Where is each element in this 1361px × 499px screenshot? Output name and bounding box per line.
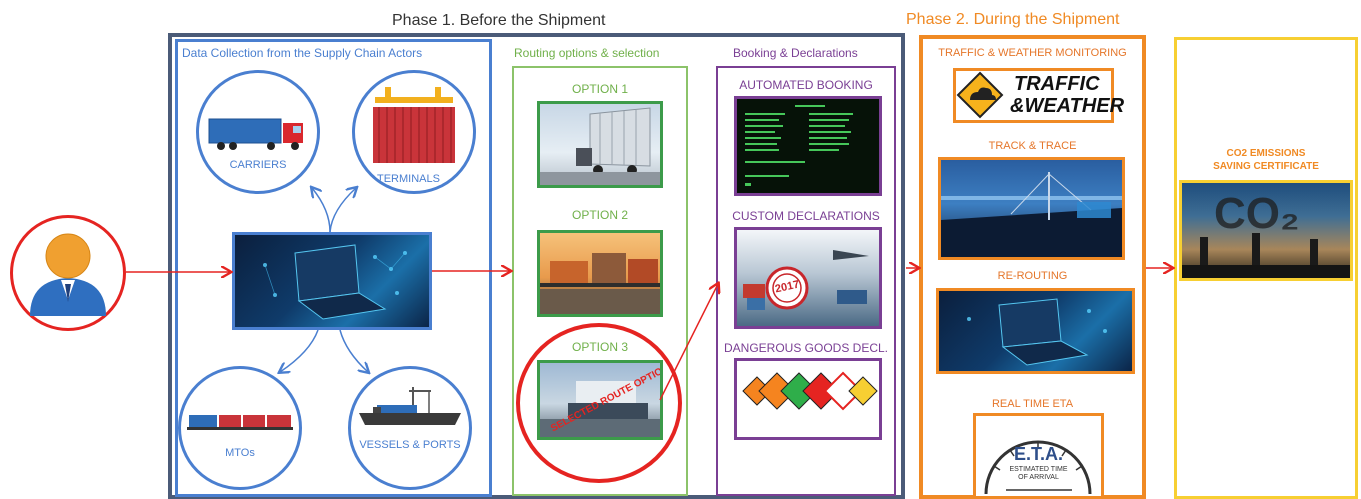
truck-photo-icon <box>540 107 660 185</box>
eta-sub2: OF ARRIVAL <box>1018 474 1059 481</box>
automated-booking-image <box>734 96 882 196</box>
custom-declarations-label: CUSTOM DECLARATIONS <box>732 209 880 223</box>
phase2-title: Phase 2. During the Shipment <box>906 11 1120 28</box>
eta-sub1: ESTIMATED TIME <box>1009 466 1068 473</box>
dangerous-goods-label: DANGEROUS GOODS DECL. <box>723 341 889 355</box>
traffic-logo-line2: &WEATHER <box>1010 95 1125 117</box>
real-time-eta-label: REAL TIME ETA <box>991 398 1074 410</box>
traffic-logo-line1: TRAFFIC <box>1014 73 1100 95</box>
dangerous-goods-image <box>734 358 882 440</box>
bridge-icon <box>941 172 1122 257</box>
traffic-weather-title: TRAFFIC & WEATHER MONITORING <box>938 47 1127 59</box>
option2-label: OPTION 2 <box>571 208 628 222</box>
option1-label: OPTION 1 <box>571 82 628 96</box>
ship-icon <box>359 387 461 425</box>
phase1-title: Phase 1. Before the Shipment <box>392 12 606 29</box>
vessels-label: VESSELS & PORTS <box>359 439 461 451</box>
co2-title-line2: SAVING CERTIFICATE <box>1213 161 1319 172</box>
train-icon <box>187 415 293 430</box>
mtos-circle: MTOs <box>178 366 302 490</box>
option3-selection-ring <box>516 323 682 483</box>
customs-stamp-icon <box>743 250 869 310</box>
factory-smoke-icon <box>1182 233 1350 278</box>
custom-declarations-image: 2017 <box>734 227 882 329</box>
track-trace-image <box>938 157 1125 260</box>
data-laptop-image <box>232 232 432 330</box>
vessels-circle: VESSELS & PORTS <box>348 366 472 490</box>
co2-image-text: CO₂ <box>1214 189 1300 238</box>
laptop-icon <box>263 244 407 320</box>
phase1-container <box>168 33 905 499</box>
train-containers-icon <box>540 253 660 314</box>
terminal-icon <box>373 87 455 163</box>
mtos-label: MTOs <box>225 447 255 459</box>
traffic-weather-logo: TRAFFIC &WEATHER <box>953 68 1124 123</box>
co2-image: CO₂ <box>1179 180 1353 281</box>
option1-image[interactable] <box>537 101 663 188</box>
routing-title: Routing options & selection <box>514 46 660 60</box>
rerouting-label: RE-ROUTING <box>997 270 1068 282</box>
rerouting-image <box>936 288 1135 374</box>
carriers-circle: CARRIERS <box>196 70 320 194</box>
automated-booking-label: AUTOMATED BOOKING <box>739 78 873 92</box>
user-avatar <box>10 215 126 331</box>
co2-title-line1: CO2 EMISSIONS <box>1226 148 1306 159</box>
terminals-label: TERMINALS <box>375 173 442 185</box>
eta-logo-text: E.T.A. <box>1014 444 1064 464</box>
data-collection-title: Data Collection from the Supply Chain Ac… <box>182 46 423 60</box>
rerouting-laptop-icon <box>967 298 1107 366</box>
option2-image[interactable] <box>537 230 663 317</box>
eta-image: E.T.A. ESTIMATED TIME OF ARRIVAL <box>973 413 1104 499</box>
terminals-circle: TERMINALS <box>352 70 476 194</box>
track-trace-label: TRACK & TRACE <box>988 140 1077 152</box>
booking-title: Booking & Declarations <box>733 46 858 60</box>
weather-sign-icon <box>956 71 1004 119</box>
truck-icon <box>208 118 303 150</box>
terminal-screen-icon <box>745 105 853 186</box>
hazard-labels-icon <box>742 371 878 411</box>
carriers-label: CARRIERS <box>229 159 287 171</box>
eta-gauge-icon <box>984 440 1092 495</box>
